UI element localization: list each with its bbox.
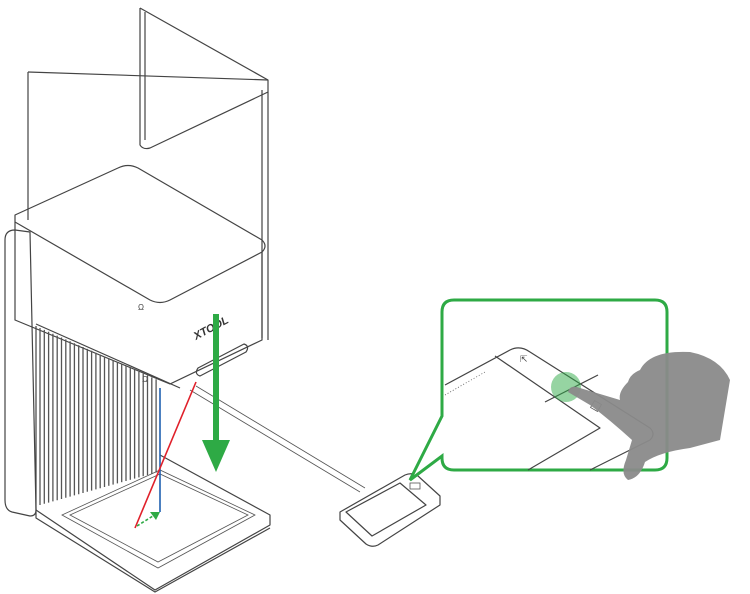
laser-line [134,381,197,529]
callout-zoom: ⇱ [408,298,730,482]
down-arrow [202,314,230,472]
offset-arrow [136,513,157,527]
svg-text:Ω: Ω [138,303,144,312]
svg-text:⇱: ⇱ [520,354,528,364]
svg-text:Ω: Ω [142,375,148,384]
transparent-lid [27,7,269,340]
finger-press-icon [568,351,730,480]
brand-logo: XTOOL [191,314,231,343]
side-column [4,229,157,517]
control-panel [339,473,441,547]
machine-base [35,454,271,593]
